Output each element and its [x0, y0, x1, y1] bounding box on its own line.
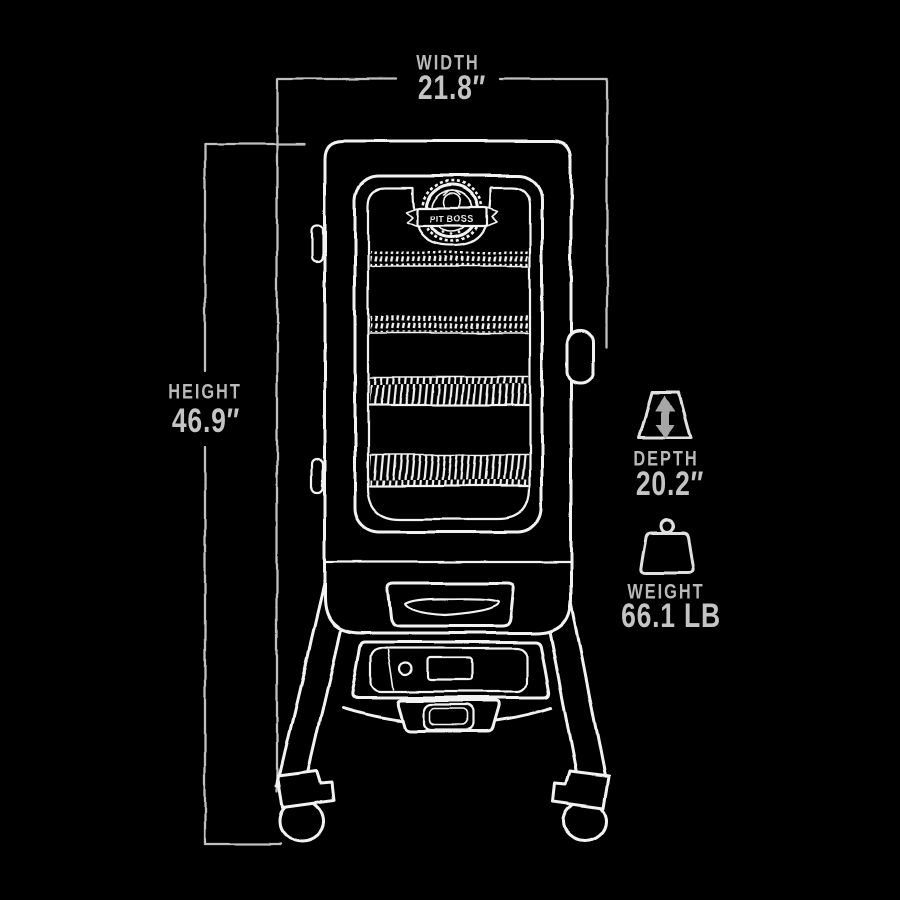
logo-banner [415, 206, 489, 228]
door-window-frame [353, 174, 544, 534]
width-dimension-line-right [498, 77, 609, 349]
width-label: WIDTH [416, 51, 480, 75]
door-glass [366, 186, 532, 521]
right-caster-bracket [551, 769, 611, 810]
weight-value: 66.1 LB [621, 597, 721, 635]
dimension-lines [203, 77, 609, 846]
control-panel-bezel [350, 640, 551, 700]
cooking-racks [368, 251, 530, 488]
depth-value: 20.2″ [635, 465, 705, 503]
spec-icons [637, 391, 695, 575]
width-value: 21.8″ [417, 69, 487, 107]
smoker-illustration: PIT BOSS [275, 139, 611, 843]
control-display [426, 656, 474, 682]
weight-kettlebell-icon [639, 518, 695, 575]
drawer-handle-inner [429, 708, 469, 726]
logo-text: PIT BOSS [429, 214, 474, 224]
cooking-rack-4 [370, 455, 528, 485]
drawer-handle-outer [422, 703, 476, 732]
hopper-lid-handle [403, 597, 501, 617]
depth-double-arrow-icon [637, 391, 693, 440]
depth-label: DEPTH [633, 447, 699, 471]
cooking-rack-3 [370, 377, 528, 404]
hinge-top [310, 224, 325, 263]
left-caster-bracket [276, 769, 336, 810]
weight-label: WEIGHT [627, 580, 705, 604]
door-handle [565, 328, 595, 386]
cooking-rack-2 [370, 315, 528, 332]
hinge-bottom [310, 456, 325, 495]
cooking-rack-1 [370, 251, 528, 266]
control-panel [369, 646, 529, 694]
height-label: HEIGHT [168, 380, 242, 404]
control-knob [398, 661, 414, 677]
height-value: 46.9″ [171, 402, 241, 440]
logo-badge: PIT BOSS [405, 179, 499, 243]
